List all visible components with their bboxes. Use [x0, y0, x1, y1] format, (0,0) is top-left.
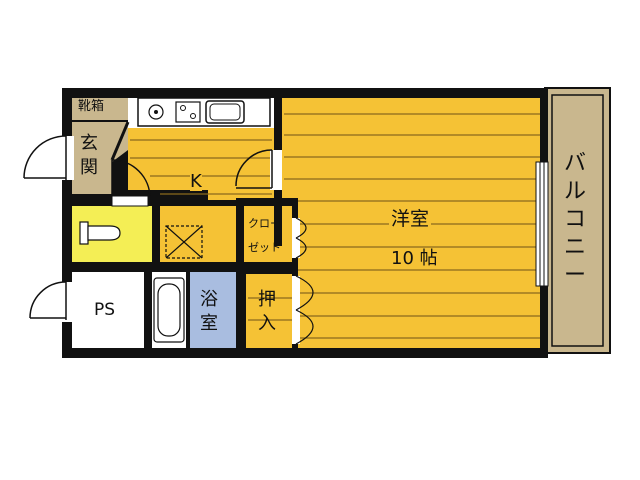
stove-icon [148, 101, 201, 123]
closet-floor [244, 206, 294, 262]
kitchen-label: K [190, 171, 202, 192]
shoe-storage-area [72, 98, 128, 120]
oshiire-floor [246, 274, 294, 348]
closet-label-bottom: ゼット [248, 241, 281, 254]
door-swing-icon [235, 149, 273, 189]
bathroom-floor [190, 272, 236, 348]
bathroom-label: 浴室 [200, 289, 218, 334]
kitchen-counter [137, 97, 271, 127]
ps-label: PS [94, 300, 116, 320]
toilet-icon [79, 221, 121, 245]
window-icon [535, 161, 549, 287]
ps-door-icon [29, 281, 67, 320]
entrance-label: 玄関 [80, 133, 98, 178]
washing-machine-pan-icon [165, 225, 203, 259]
western-room-size-label: 10 帖 [389, 248, 440, 269]
shoe-storage-label: 靴箱 [78, 99, 105, 114]
oshiire-label: 押入 [258, 289, 276, 334]
western-room-label: 洋室 [389, 208, 432, 230]
closet-label-top: クロー [248, 217, 281, 230]
balcony-area [544, 87, 611, 354]
ps-area [72, 272, 144, 348]
entrance-door-icon [23, 135, 67, 180]
balcony-label: バルコニー [563, 151, 586, 288]
closet-door-icon [295, 217, 314, 345]
sink-icon [205, 100, 245, 124]
bathtub-icon [153, 277, 185, 343]
entrance-inner-door-icon [111, 159, 151, 199]
entrance-floor [72, 122, 112, 194]
